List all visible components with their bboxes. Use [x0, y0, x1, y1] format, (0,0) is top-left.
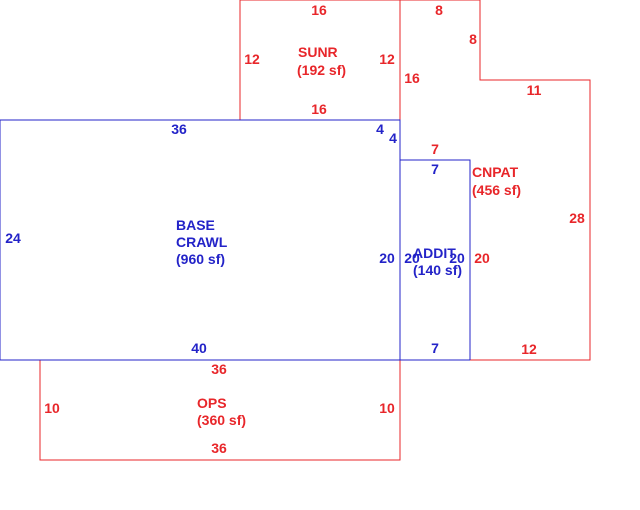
dim-ops-left: 10 — [44, 400, 60, 416]
dim-cn-top: 8 — [435, 2, 443, 18]
ops-area: (360 sf) — [197, 412, 246, 428]
base-crawl-outline — [0, 119, 401, 361]
dim-base-left: 24 — [5, 230, 21, 246]
dim-base-top: 36 — [171, 121, 187, 137]
ops-name: OPS — [197, 395, 227, 411]
dim-cn-right: 28 — [569, 210, 585, 226]
dim-sunr-left: 12 — [244, 51, 260, 67]
dim-sunr-top: 16 — [311, 2, 327, 18]
dim-base-bottom: 40 — [191, 340, 207, 356]
dim-cn-step-h: 11 — [527, 82, 542, 98]
dim-cn-addit-side: 20 — [474, 250, 490, 266]
dim-cn-inner: 7 — [431, 141, 439, 157]
dim-addit-bottom: 7 — [431, 340, 439, 356]
cnpat-name: CNPAT — [472, 164, 519, 180]
ops-outline — [39, 360, 401, 461]
dim-ops-bottom: 36 — [211, 440, 227, 456]
sunr-outline — [239, 0, 400, 120]
dim-sunr-bottom: 16 — [311, 101, 327, 117]
dim-cn-bottom: 12 — [521, 341, 537, 357]
dim-base-notch-h: 4 — [376, 121, 384, 137]
dim-addit-right: 20 — [449, 250, 465, 266]
addit-outline — [400, 159, 471, 360]
dim-base-right: 20 — [379, 250, 395, 266]
base-name-1: BASE — [176, 217, 215, 233]
dim-cn-left: 16 — [404, 70, 420, 86]
sunr-name: SUNR — [298, 44, 338, 60]
dim-base-notch-v: 4 — [389, 130, 397, 146]
dim-addit-top: 7 — [431, 161, 439, 177]
cnpat-area: (456 sf) — [472, 182, 521, 198]
sunr-area: (192 sf) — [297, 62, 346, 78]
base-area: (960 sf) — [176, 251, 225, 267]
addit-name: ADDIT — [413, 245, 456, 261]
dim-sunr-right: 12 — [379, 51, 395, 67]
cnpat-outline — [400, 0, 591, 361]
dim-cn-step-v: 8 — [469, 31, 477, 47]
addit-area: (140 sf) — [413, 262, 462, 278]
dim-ops-right: 10 — [379, 400, 395, 416]
base-name-2: CRAWL — [176, 234, 228, 250]
dim-addit-left: 20 — [404, 250, 420, 266]
dim-ops-top: 36 — [211, 361, 227, 377]
